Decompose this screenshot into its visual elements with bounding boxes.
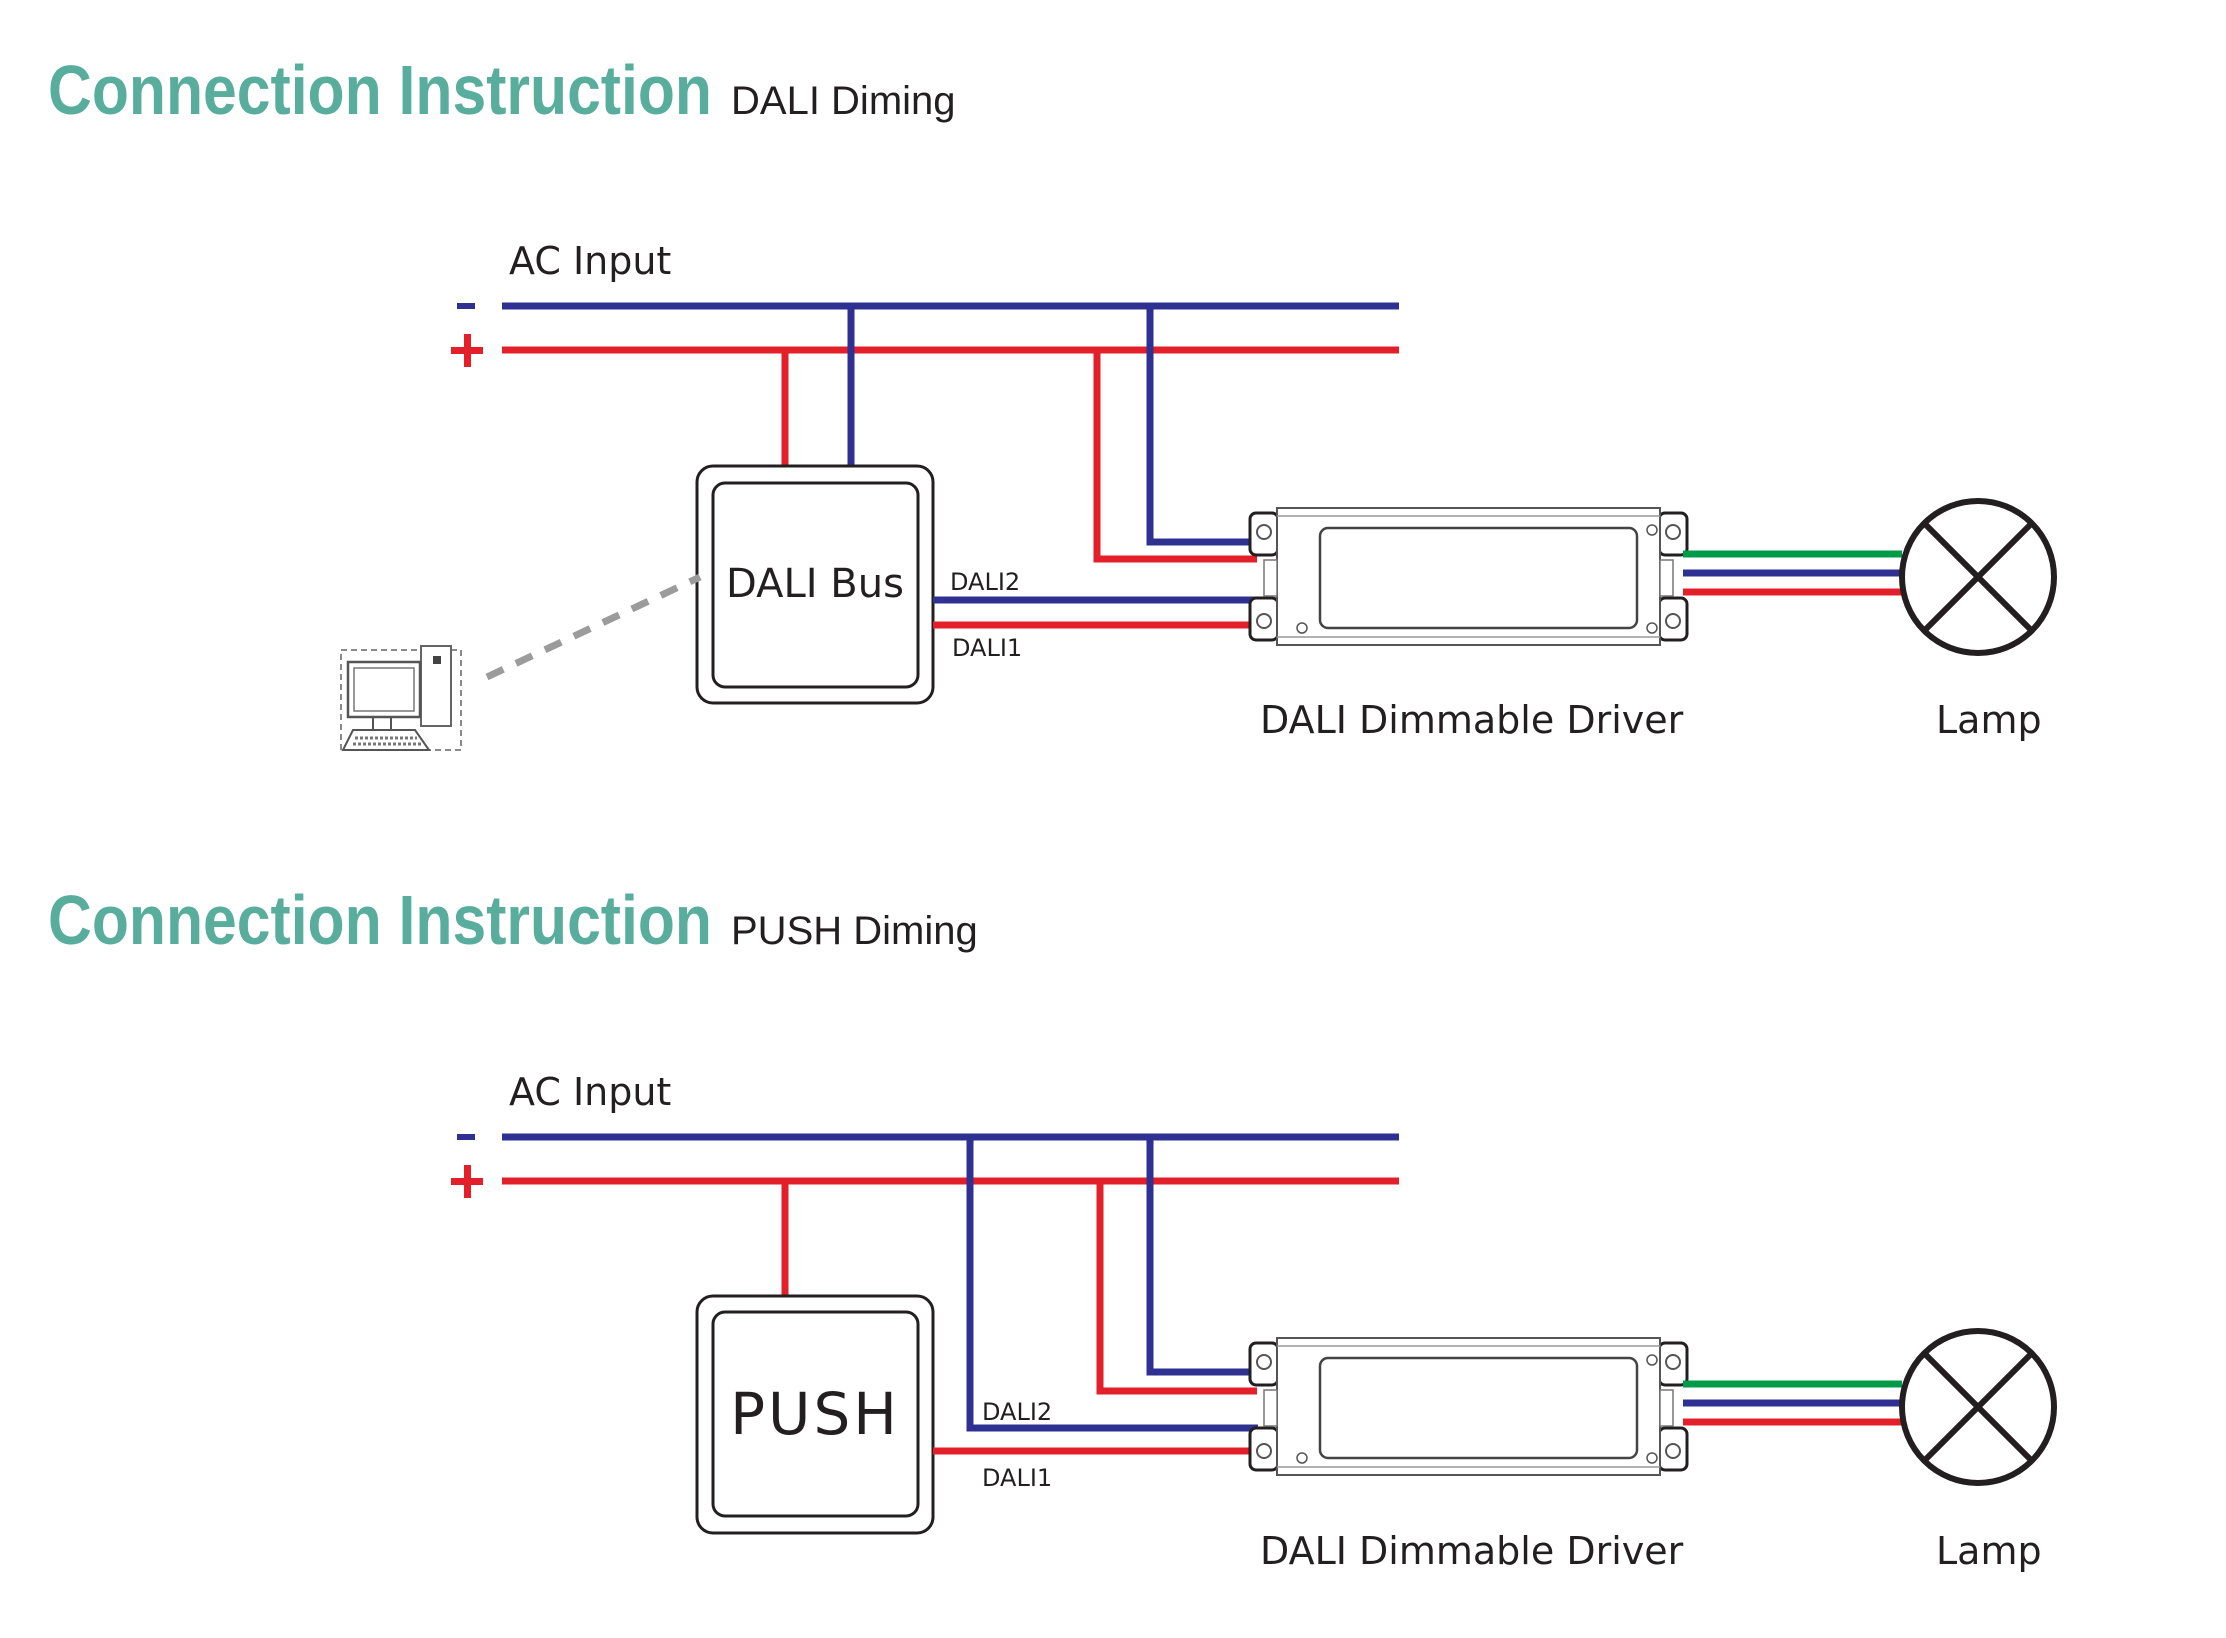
dali2-label: DALI2 [982, 1398, 1052, 1426]
lamp-label: Lamp [1936, 1529, 2042, 1573]
minus-icon [457, 303, 475, 309]
section-subtitle: PUSH Diming [731, 909, 978, 953]
push-button-switch: PUSH [695, 1294, 935, 1535]
driver-positive-wire [1093, 350, 1257, 563]
lamp-icon [1899, 498, 2057, 656]
plus-icon [451, 1165, 483, 1198]
driver-negative-wire [1146, 1137, 1250, 1376]
minus-icon [457, 1134, 475, 1140]
plus-icon [451, 334, 483, 367]
section-subtitle: DALI Diming [731, 79, 956, 123]
lamp-icon [1899, 1328, 2057, 1486]
dali1-label: DALI1 [952, 634, 1022, 662]
driver-label: DALI Dimmable Driver [1260, 698, 1684, 742]
section-push: Connection Instruction PUSH Diming AC In… [48, 881, 2057, 1573]
dali2-label: DALI2 [950, 568, 1020, 596]
dali2-wire [966, 1137, 1258, 1432]
section-dali: Connection Instruction DALI Diming AC In… [48, 51, 2057, 751]
dali-dimmable-driver [1248, 507, 1689, 646]
driver-negative-wire [1146, 306, 1250, 546]
driver-label: DALI Dimmable Driver [1260, 1529, 1684, 1573]
driver-positive-wire [1096, 1181, 1257, 1395]
dotted-link [485, 573, 702, 681]
controller-label: PUSH [730, 1380, 900, 1448]
dali-dimmable-driver [1248, 1337, 1689, 1476]
dali1-label: DALI1 [982, 1464, 1052, 1492]
controller-label: DALI Bus [726, 561, 904, 607]
lamp-label: Lamp [1936, 698, 2042, 742]
section-title: Connection Instruction [48, 51, 712, 129]
ac-input-label: AC Input [509, 1070, 671, 1114]
dali-bus-controller: DALI Bus [695, 464, 935, 705]
ac-input-label: AC Input [509, 239, 671, 283]
computer-icon [340, 645, 462, 751]
section-title: Connection Instruction [48, 881, 712, 959]
